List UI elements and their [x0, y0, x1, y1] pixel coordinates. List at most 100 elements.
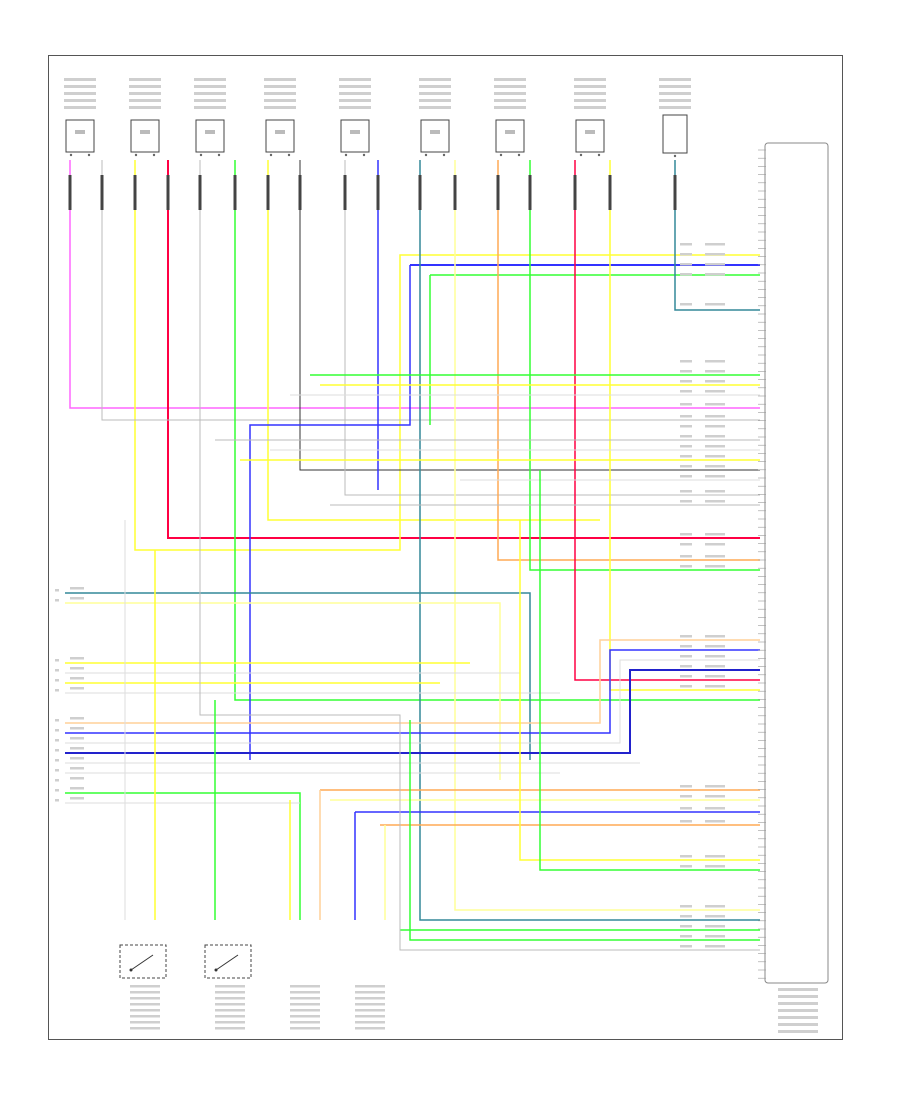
wire-label	[55, 679, 59, 682]
wire-label	[680, 435, 692, 438]
wire-label	[55, 759, 59, 762]
sensor-caption-line	[494, 78, 526, 81]
sensor-caption-line	[494, 92, 526, 95]
sensor-caption-line	[659, 106, 691, 109]
wire-label	[680, 935, 692, 938]
wire-label	[680, 273, 692, 276]
connector-caption-line	[778, 1030, 818, 1033]
sensor-element	[205, 130, 215, 134]
wire-terminal	[266, 175, 270, 210]
wire	[674, 160, 760, 311]
wire	[69, 160, 760, 409]
wire-label	[680, 380, 692, 383]
wire-label	[705, 435, 725, 438]
wire-label	[70, 597, 84, 600]
label-group	[55, 243, 725, 948]
wire-label	[680, 475, 692, 478]
wire-label	[705, 795, 725, 798]
wire-terminal	[608, 175, 612, 210]
wire	[101, 160, 760, 421]
wire-label	[705, 555, 725, 558]
sensor-pin	[269, 153, 273, 157]
wire-label	[705, 253, 725, 256]
sensor-caption-line	[194, 106, 226, 109]
wire-label	[70, 687, 84, 690]
sensor-caption-line	[129, 106, 161, 109]
wire	[65, 639, 760, 724]
wire-label	[705, 807, 725, 810]
sensor-caption-line	[194, 78, 226, 81]
sensor-pin	[362, 153, 366, 157]
connector-caption-line	[778, 1023, 818, 1026]
sensor-caption-line	[264, 99, 296, 102]
component-caption-line	[355, 991, 385, 994]
wire-label	[55, 599, 59, 602]
connector-caption-line	[778, 988, 818, 991]
wire-label	[70, 717, 84, 720]
wire-label	[70, 737, 84, 740]
wire-terminal	[166, 175, 170, 210]
wire-terminal	[376, 175, 380, 210]
connector-caption-line	[778, 995, 818, 998]
wire-label	[680, 925, 692, 928]
component-caption-line	[355, 1009, 385, 1012]
wire-label	[70, 677, 84, 680]
wire-terminal	[233, 175, 237, 210]
wire-label	[705, 685, 725, 688]
wire-label	[70, 787, 84, 790]
wire-label	[705, 855, 725, 858]
wire-label	[680, 303, 692, 306]
sensor-caption-line	[659, 85, 691, 88]
switch-contact	[215, 954, 239, 971]
sensor-caption-line	[339, 85, 371, 88]
connector-caption-line	[778, 1016, 818, 1019]
component-caption-line	[130, 985, 160, 988]
wire-label	[680, 795, 692, 798]
wire	[519, 520, 760, 861]
wire	[65, 669, 760, 754]
wire	[344, 160, 760, 496]
sensor-caption-line	[339, 99, 371, 102]
sensor-caption-line	[494, 85, 526, 88]
sensor-pin	[597, 153, 601, 157]
sensor-caption-line	[264, 92, 296, 95]
wire-label	[705, 665, 725, 668]
wire-label	[705, 655, 725, 658]
wire-terminal	[528, 175, 532, 210]
wire-label	[705, 543, 725, 546]
wire-label	[70, 657, 84, 660]
wire-label	[55, 769, 59, 772]
wire-label	[680, 915, 692, 918]
sensor-pin	[199, 153, 203, 157]
sensor-caption-line	[194, 99, 226, 102]
wire-label	[705, 455, 725, 458]
wire-label	[705, 390, 725, 393]
sensor-pin	[69, 153, 73, 157]
wire	[134, 160, 760, 551]
sensor-caption-line	[419, 78, 451, 81]
component-caption-line	[130, 1009, 160, 1012]
wire-label	[705, 303, 725, 306]
wire-label	[55, 789, 59, 792]
sensor-body	[265, 119, 295, 153]
wire	[529, 160, 760, 571]
wire-terminal	[453, 175, 457, 210]
wire	[299, 160, 760, 471]
sensor-caption-line	[659, 92, 691, 95]
wire-label	[680, 945, 692, 948]
wire-label	[680, 645, 692, 648]
sensor-caption-line	[339, 78, 371, 81]
wire	[65, 602, 501, 780]
sensor-pin	[287, 153, 291, 157]
wire-label	[55, 779, 59, 782]
wire-label	[680, 865, 692, 868]
sensor-caption-line	[659, 99, 691, 102]
wire-label	[680, 500, 692, 503]
wire	[234, 160, 760, 701]
sensor-caption-line	[574, 99, 606, 102]
component-caption-line	[290, 1015, 320, 1018]
wire-group	[65, 160, 760, 951]
component-caption-line	[290, 1027, 320, 1030]
wire	[497, 160, 760, 561]
